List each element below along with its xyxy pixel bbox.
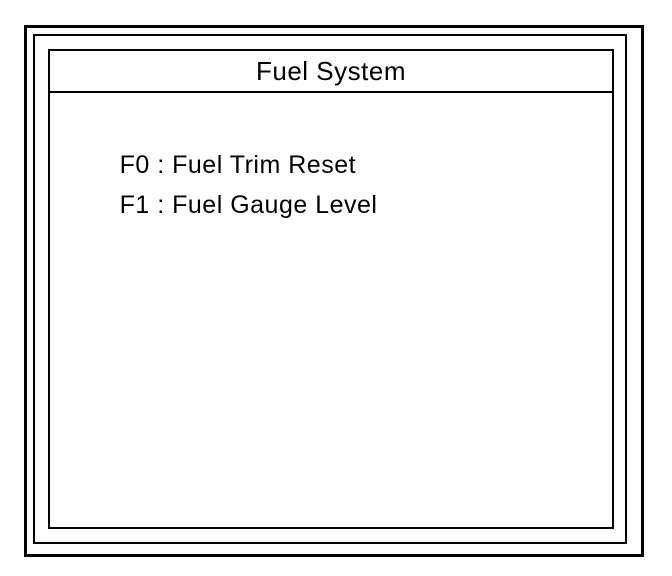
- page-title: Fuel System: [256, 55, 406, 86]
- menu-item-separator: :: [149, 151, 173, 179]
- menu-item-label: Fuel Trim Reset: [172, 151, 357, 179]
- menu-item-separator: :: [149, 191, 173, 219]
- menu-item-f0-fuel-trim-reset[interactable]: F0 : Fuel Trim Reset: [60, 105, 602, 179]
- menu-item-key: F0: [119, 151, 150, 179]
- menu-item-key: F1: [119, 191, 150, 219]
- menu-item-label: Fuel Gauge Level: [172, 191, 378, 219]
- menu-list: F0 : Fuel Trim Reset F1 : Fuel Gauge Lev…: [50, 93, 612, 527]
- fuel-system-menu-panel: Fuel System F0 : Fuel Trim Reset F1 : Fu…: [48, 49, 614, 529]
- title-bar: Fuel System: [50, 51, 612, 93]
- menu-item-f1-fuel-gauge-level[interactable]: F1 : Fuel Gauge Level: [60, 145, 602, 219]
